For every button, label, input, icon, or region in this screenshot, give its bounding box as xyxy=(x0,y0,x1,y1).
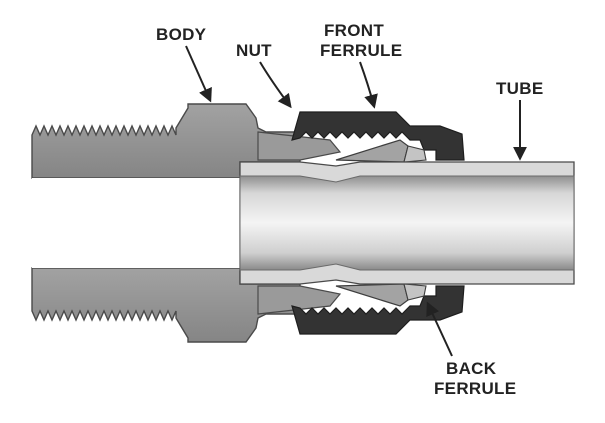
label-back-ferrule-line2: FERRULE xyxy=(434,379,516,398)
label-body-text: BODY xyxy=(156,25,207,44)
arrow-icon xyxy=(426,301,453,357)
tube xyxy=(239,161,575,285)
arrow-icon xyxy=(259,61,292,109)
back-ferrule-lower xyxy=(403,283,427,301)
label-front-ferrule-line2: FERRULE xyxy=(320,41,402,60)
body-lower-seat xyxy=(257,285,342,315)
nut xyxy=(291,111,465,335)
body-upper-seat xyxy=(257,131,342,161)
label-back-ferrule: BACK FERRULE xyxy=(426,301,516,398)
label-back-ferrule-line1: BACK xyxy=(446,359,497,378)
label-tube-text: TUBE xyxy=(496,79,543,98)
body-lower-thread xyxy=(31,267,301,343)
label-body: BODY xyxy=(156,25,212,103)
nut-upper xyxy=(291,111,465,161)
front-ferrule-lower xyxy=(335,283,409,307)
back-ferrule-upper xyxy=(403,145,427,163)
body-upper-thread xyxy=(31,103,301,179)
nut-lower xyxy=(291,285,465,335)
label-front-ferrule-line1: FRONT xyxy=(324,21,384,40)
label-front-ferrule: FRONT FERRULE xyxy=(320,21,402,109)
back-ferrule xyxy=(403,145,427,301)
front-ferrule-upper xyxy=(335,139,409,163)
label-tube: TUBE xyxy=(496,79,543,161)
label-nut: NUT xyxy=(236,41,292,109)
arrow-icon xyxy=(185,45,212,103)
fitting-body xyxy=(31,103,342,343)
arrow-icon xyxy=(359,61,378,109)
label-nut-text: NUT xyxy=(236,41,272,60)
tube-bore xyxy=(239,175,575,271)
body-bore xyxy=(32,178,240,268)
